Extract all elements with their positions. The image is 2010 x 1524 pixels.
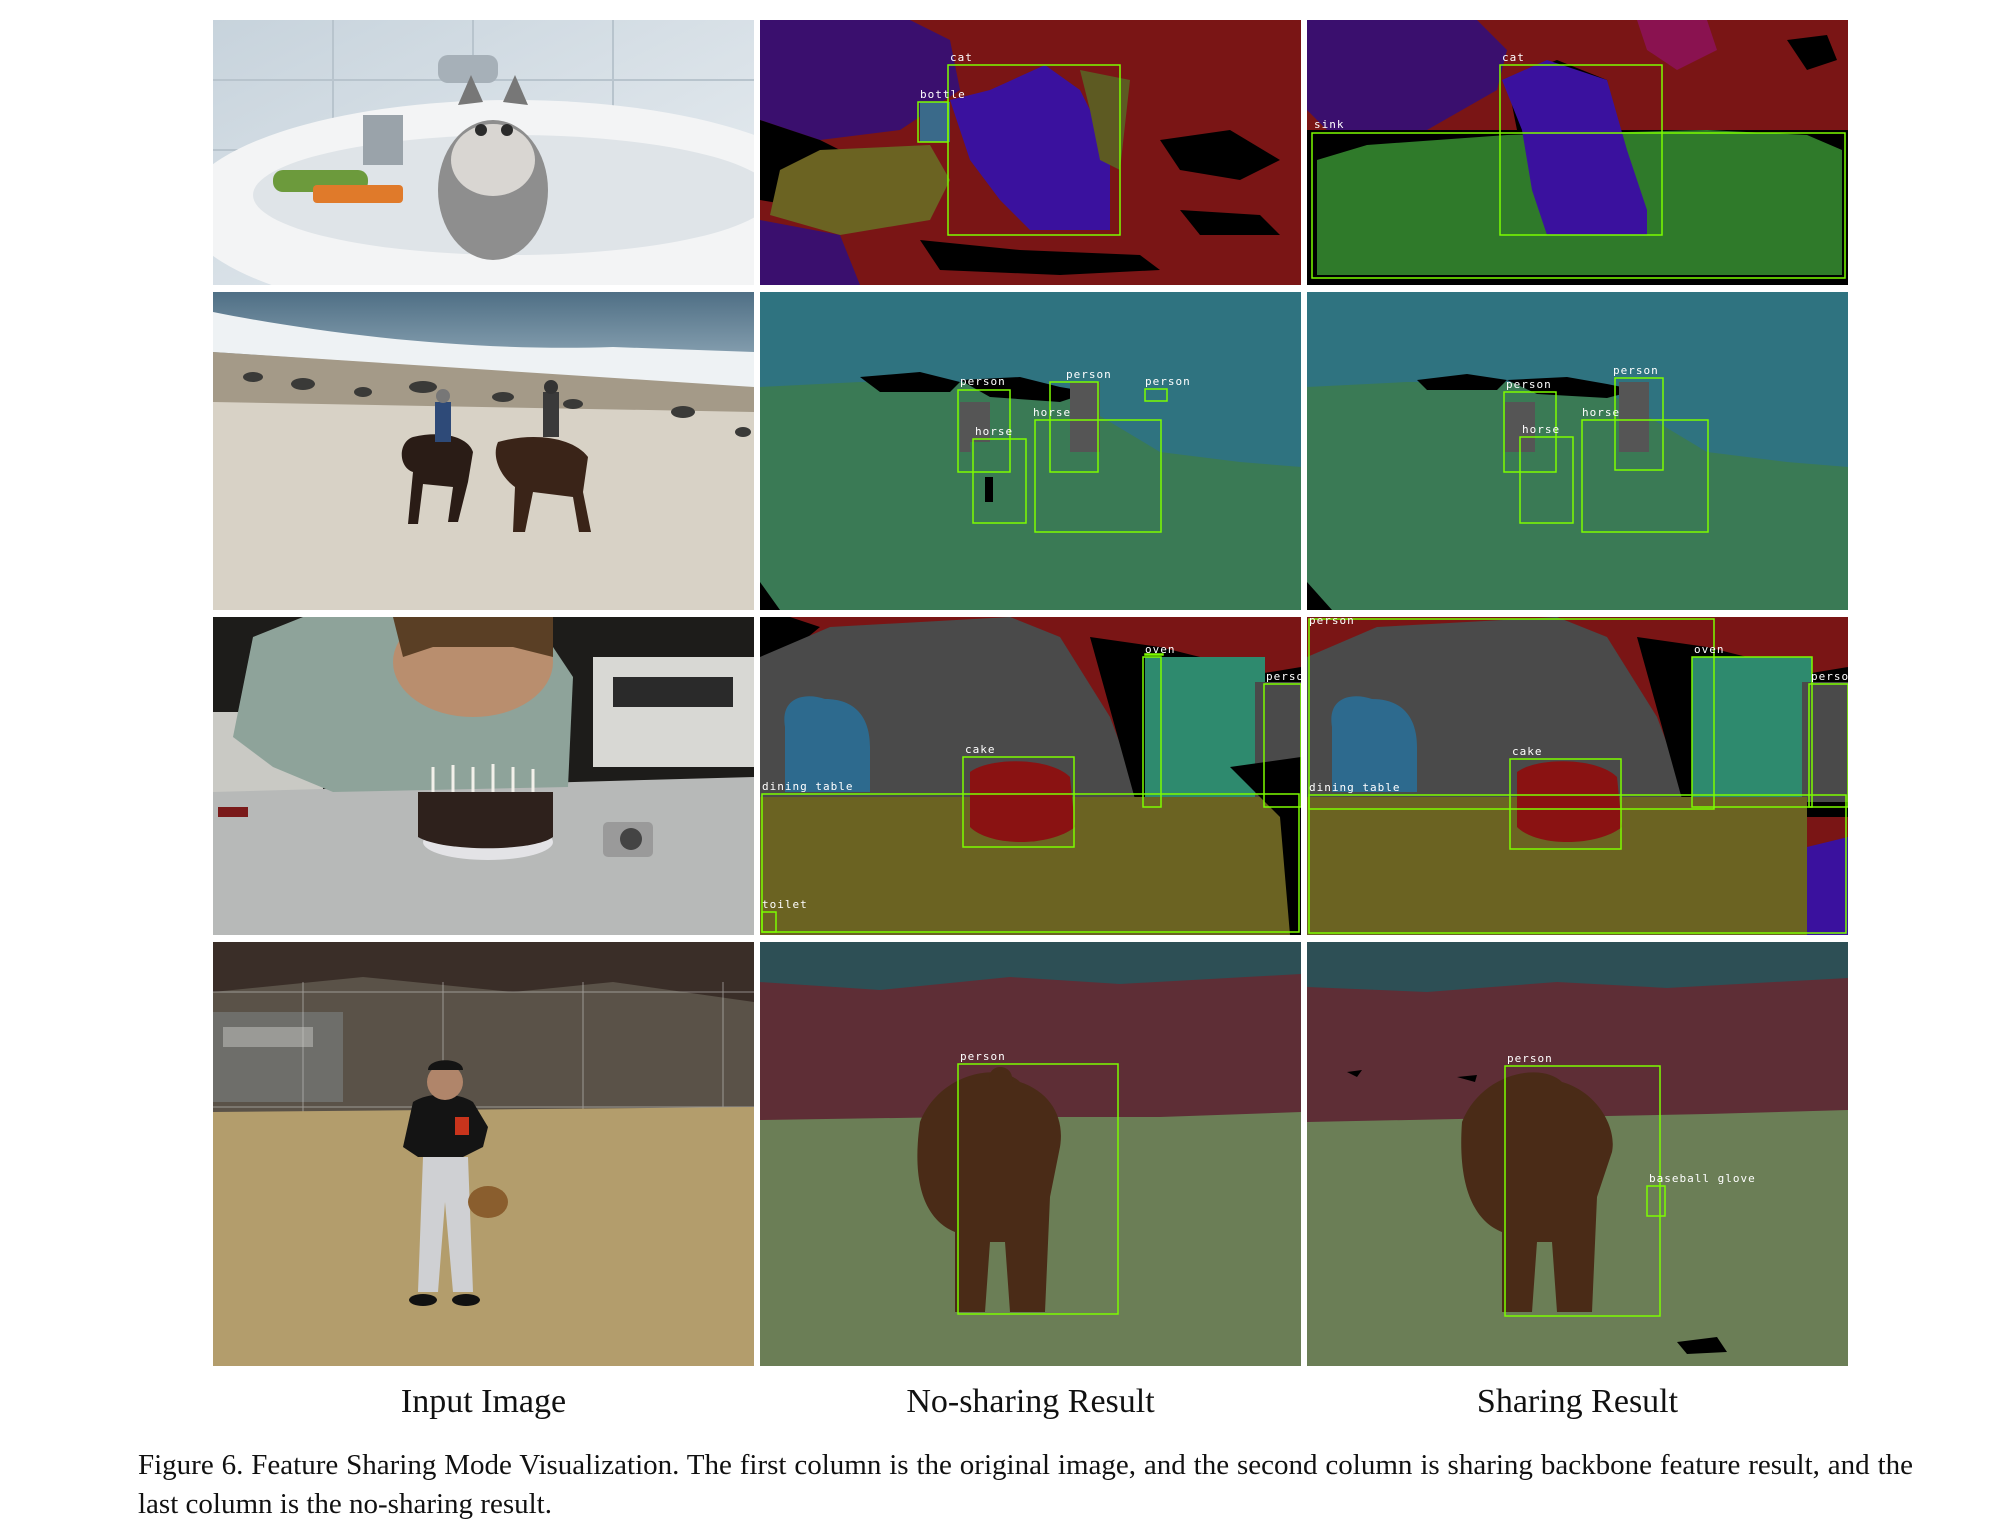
label-person: person [1145,375,1191,388]
label-oven: oven [1145,643,1176,656]
label-person: person [1507,1052,1553,1065]
label-person: person [960,1050,1006,1063]
sharing-result-row4: person baseball glove [1307,942,1848,1366]
label-person: person [1613,364,1659,377]
figure-caption: Figure 6. Feature Sharing Mode Visualiza… [138,1449,1913,1520]
no-sharing-result-row3: oven person cake dining table toilet [760,617,1301,935]
no-sharing-result-row4: person [760,942,1301,1366]
sharing-result-row2: person person horse horse [1307,292,1848,610]
label-dining-table: dining table [762,780,853,793]
sharing-result-row3: person oven person cake dining table [1307,617,1848,935]
label-person: person [960,375,1006,388]
input-image-cake [213,617,754,935]
label-bottle: bottle [920,88,966,101]
label-horse: horse [1522,423,1560,436]
label-cake: cake [1512,745,1543,758]
label-dining-table: dining table [1309,781,1400,794]
label-cat: cat [950,51,973,64]
label-baseball-glove: baseball glove [1649,1172,1756,1185]
label-sink: sink [1314,118,1345,131]
label-horse: horse [1582,406,1620,419]
input-image-horses [213,292,754,610]
column-label-sharing: Sharing Result [1476,1383,1679,1420]
label-cat: cat [1502,51,1525,64]
label-person: person [1266,670,1301,683]
no-sharing-result-row1: cat bottle [760,20,1301,285]
label-horse: horse [1033,406,1071,419]
label-horse: horse [975,425,1013,438]
input-image-cat [213,20,754,285]
label-oven: oven [1694,643,1725,656]
label-person: person [1066,368,1112,381]
input-image-baseball [213,942,754,1366]
label-person: person [1309,617,1355,627]
label-toilet: toilet [762,898,808,911]
no-sharing-result-row2: person person person horse horse [760,292,1301,610]
column-label-input: Input Image [400,1383,567,1420]
label-cake: cake [965,743,996,756]
column-label-no-sharing: No-sharing Result [906,1383,1155,1420]
sharing-result-row1: cat sink [1307,20,1848,285]
label-person: person [1811,670,1848,683]
label-person: person [1506,378,1552,391]
